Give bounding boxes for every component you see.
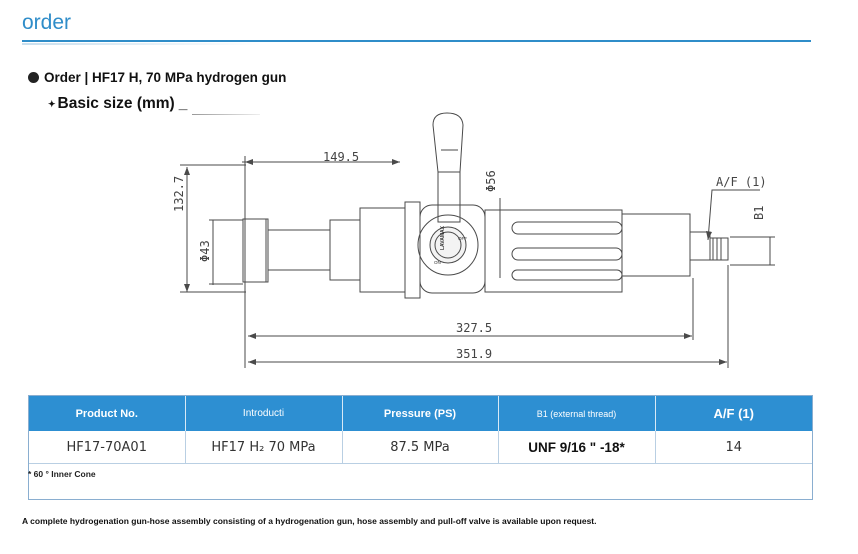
cell-pressure: 87.5 MPa <box>342 431 499 464</box>
knob-brand-label: LAVAMAX <box>440 225 446 250</box>
cell-af: 14 <box>655 431 812 464</box>
basic-size-rule <box>192 114 260 115</box>
knob-on-label: ON <box>434 260 441 265</box>
pointer-icon: ✦ <box>48 98 56 109</box>
basic-size-label: ✦ Basic size (mm) _ <box>48 95 187 113</box>
order-table: Product No. Introducti Pressure (PS) B1 … <box>29 396 812 464</box>
handle-lever <box>432 112 464 173</box>
bullet-icon <box>28 72 39 83</box>
header-introduction: Introducti <box>185 396 343 431</box>
title-divider <box>22 40 811 42</box>
order-table-container: Product No. Introducti Pressure (PS) B1 … <box>28 395 813 500</box>
table-header-row: Product No. Introducti Pressure (PS) B1 … <box>29 396 812 431</box>
cell-product-no: HF17-70A01 <box>29 431 186 464</box>
table-row: HF17-70A01 HF17 H₂ 70 MPa 87.5 MPa UNF 9… <box>29 431 812 464</box>
header-af: A/F (1) <box>655 396 812 431</box>
dim-b1: B1 <box>752 206 766 220</box>
valve-housing <box>417 214 479 276</box>
dim-43: Φ43 <box>198 240 212 262</box>
dim-af: A/F (1) <box>716 175 767 189</box>
rear-fitting <box>689 231 711 261</box>
knob-off-label: OFF <box>458 236 467 241</box>
nozzle-body <box>267 229 331 271</box>
dim-351-9: 351.9 <box>456 347 492 361</box>
page-title: order <box>22 11 72 34</box>
header-product-no: Product No. <box>29 396 186 431</box>
cell-b1: UNF 9/16 " -18* <box>498 431 656 464</box>
rear-thread <box>709 237 729 261</box>
table-footnote: * 60 ° Inner Cone <box>28 469 96 479</box>
dim-149-5: 149.5 <box>323 150 359 164</box>
handle-stem <box>437 171 461 223</box>
coupling <box>359 207 406 293</box>
bottom-note: A complete hydrogenation gun-hose assemb… <box>22 516 597 526</box>
order-heading-text: Order | HF17 H, 70 MPa hydrogen gun <box>44 70 287 85</box>
cell-introduction: HF17 H₂ 70 MPa <box>185 431 343 464</box>
dim-132-7: 132.7 <box>172 176 186 212</box>
order-heading: Order | HF17 H, 70 MPa hydrogen gun <box>28 70 286 85</box>
basic-size-mark: _ <box>178 95 188 112</box>
title-divider-shadow <box>22 43 262 45</box>
basic-size-text: Basic size (mm) <box>57 95 175 112</box>
dim-327-5: 327.5 <box>456 321 492 335</box>
header-b1: B1 (external thread) <box>498 396 656 431</box>
af-leader <box>707 189 760 241</box>
nozzle-tip <box>242 218 269 283</box>
dim-56: Φ56 <box>484 170 498 192</box>
header-pressure: Pressure (PS) <box>342 396 499 431</box>
